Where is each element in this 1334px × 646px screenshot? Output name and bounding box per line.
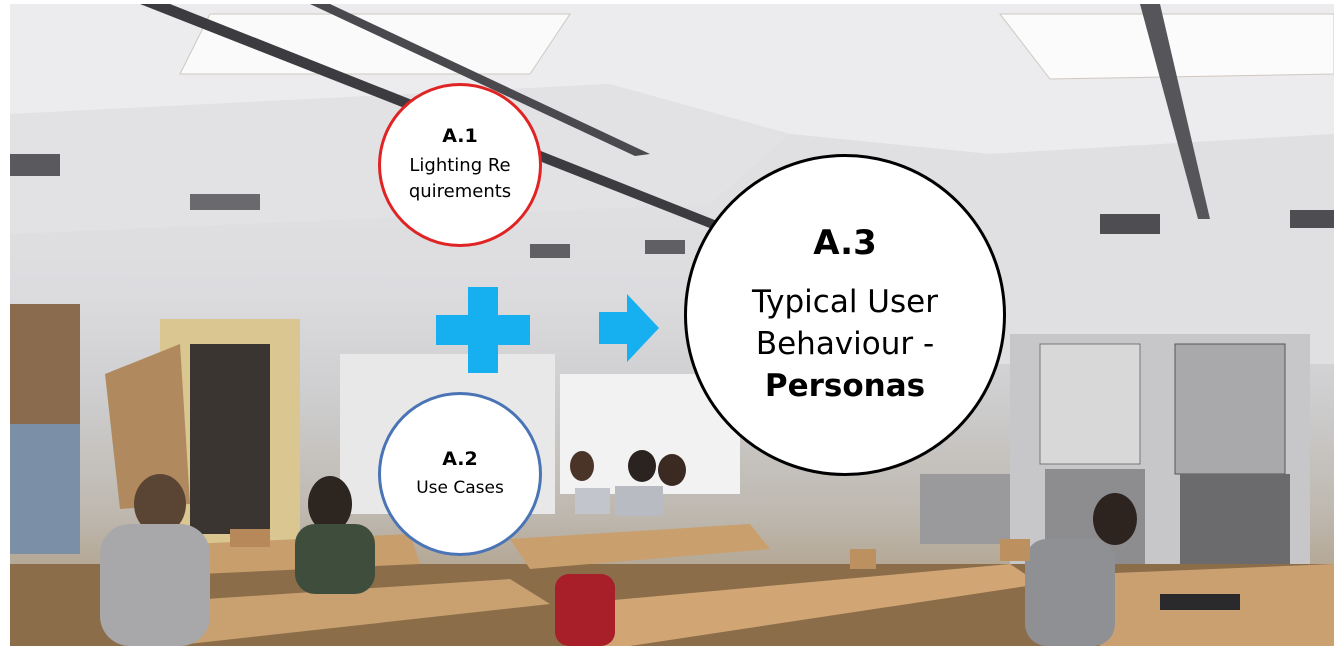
lighting-requirements-circle: A.1 Lighting Requirements bbox=[378, 83, 542, 247]
plus-icon bbox=[436, 287, 530, 373]
arrow-right-icon bbox=[599, 294, 659, 362]
personas-code: A.3 bbox=[813, 223, 877, 263]
personas-circle: A.3 Typical User Behaviour - Personas bbox=[684, 154, 1006, 476]
personas-emphasis: Personas bbox=[764, 368, 926, 404]
personas-label: Typical User Behaviour - bbox=[752, 284, 938, 362]
lighting-label: Lighting Requirements bbox=[408, 155, 512, 202]
use-cases-code: A.2 bbox=[442, 448, 478, 470]
classroom-photo: A.1 Lighting Requirements A.2 Use Cases … bbox=[10, 4, 1334, 646]
classroom-scene bbox=[10, 4, 1334, 646]
use-cases-circle: A.2 Use Cases bbox=[378, 392, 542, 556]
lighting-code: A.1 bbox=[442, 125, 478, 147]
use-cases-label: Use Cases bbox=[416, 478, 504, 498]
